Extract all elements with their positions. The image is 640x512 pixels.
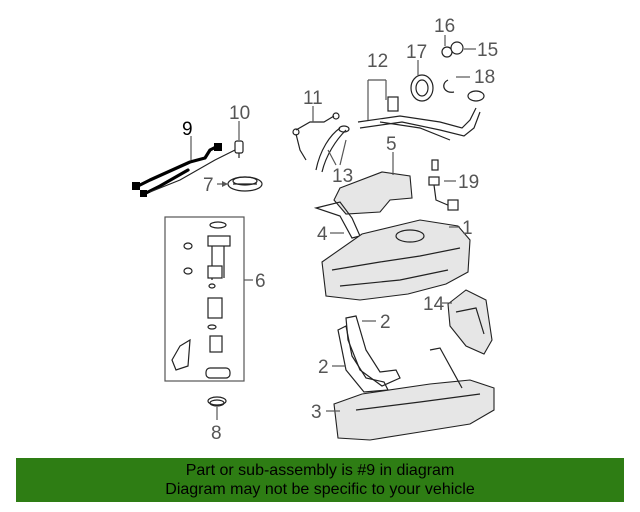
callout-2a[interactable]: 2 [380,312,391,333]
part-6-fuel-pump-assembly[interactable] [171,221,231,379]
part-7-lock-ring[interactable] [227,176,263,192]
part-1-fuel-tank[interactable] [321,219,471,301]
callout-2b[interactable]: 2 [318,357,329,378]
part-19-valve[interactable] [428,159,459,211]
part-14-shield[interactable] [447,289,493,355]
part-2-strap-upper[interactable] [345,315,401,387]
callout-7[interactable]: 7 [203,175,214,196]
leader-13b [327,149,337,166]
parts-diagram: 9 10 7 6 8 [132,16,498,444]
part-6-box [164,216,245,382]
callout-3[interactable]: 3 [311,402,322,423]
banner-line-2: Diagram may not be specific to your vehi… [165,481,475,498]
part-11-hose[interactable] [292,112,340,161]
part-13-hose[interactable] [315,125,350,173]
part-10-connector[interactable] [234,140,244,158]
callout-9[interactable]: 9 [182,119,193,140]
part-5-heat-shield[interactable] [333,171,413,215]
leader-13a [339,139,347,166]
callout-16[interactable]: 16 [434,16,455,37]
part-9-wiring-harness[interactable] [132,143,241,197]
callout-18[interactable]: 18 [474,67,495,88]
part-15-cap-seal[interactable] [450,41,464,55]
callout-11[interactable]: 11 [303,88,323,109]
callout-1[interactable]: 1 [462,218,473,239]
callout-12[interactable]: 12 [367,51,388,72]
callout-6[interactable]: 6 [255,271,266,292]
part-2-strap-lower[interactable] [337,325,389,393]
callout-4[interactable]: 4 [317,224,328,245]
callout-15[interactable]: 15 [477,40,498,61]
info-banner: Part or sub-assembly is #9 in diagram Di… [16,458,624,502]
callout-8[interactable]: 8 [211,423,222,444]
part-18-tether[interactable] [443,79,455,93]
part-12-filler-pipe[interactable] [357,90,485,141]
callout-14[interactable]: 14 [423,294,445,315]
banner-line-1: Part or sub-assembly is #9 in diagram [185,462,455,479]
callout-17[interactable]: 17 [406,42,427,63]
callout-13[interactable]: 13 [332,166,353,187]
callout-5[interactable]: 5 [386,134,397,155]
part-3-tank-protector[interactable] [333,347,495,441]
callout-19[interactable]: 19 [458,172,479,193]
part-17-filler-cap[interactable] [410,74,434,102]
part-8-gasket[interactable] [207,396,227,407]
callout-10[interactable]: 10 [229,103,250,124]
